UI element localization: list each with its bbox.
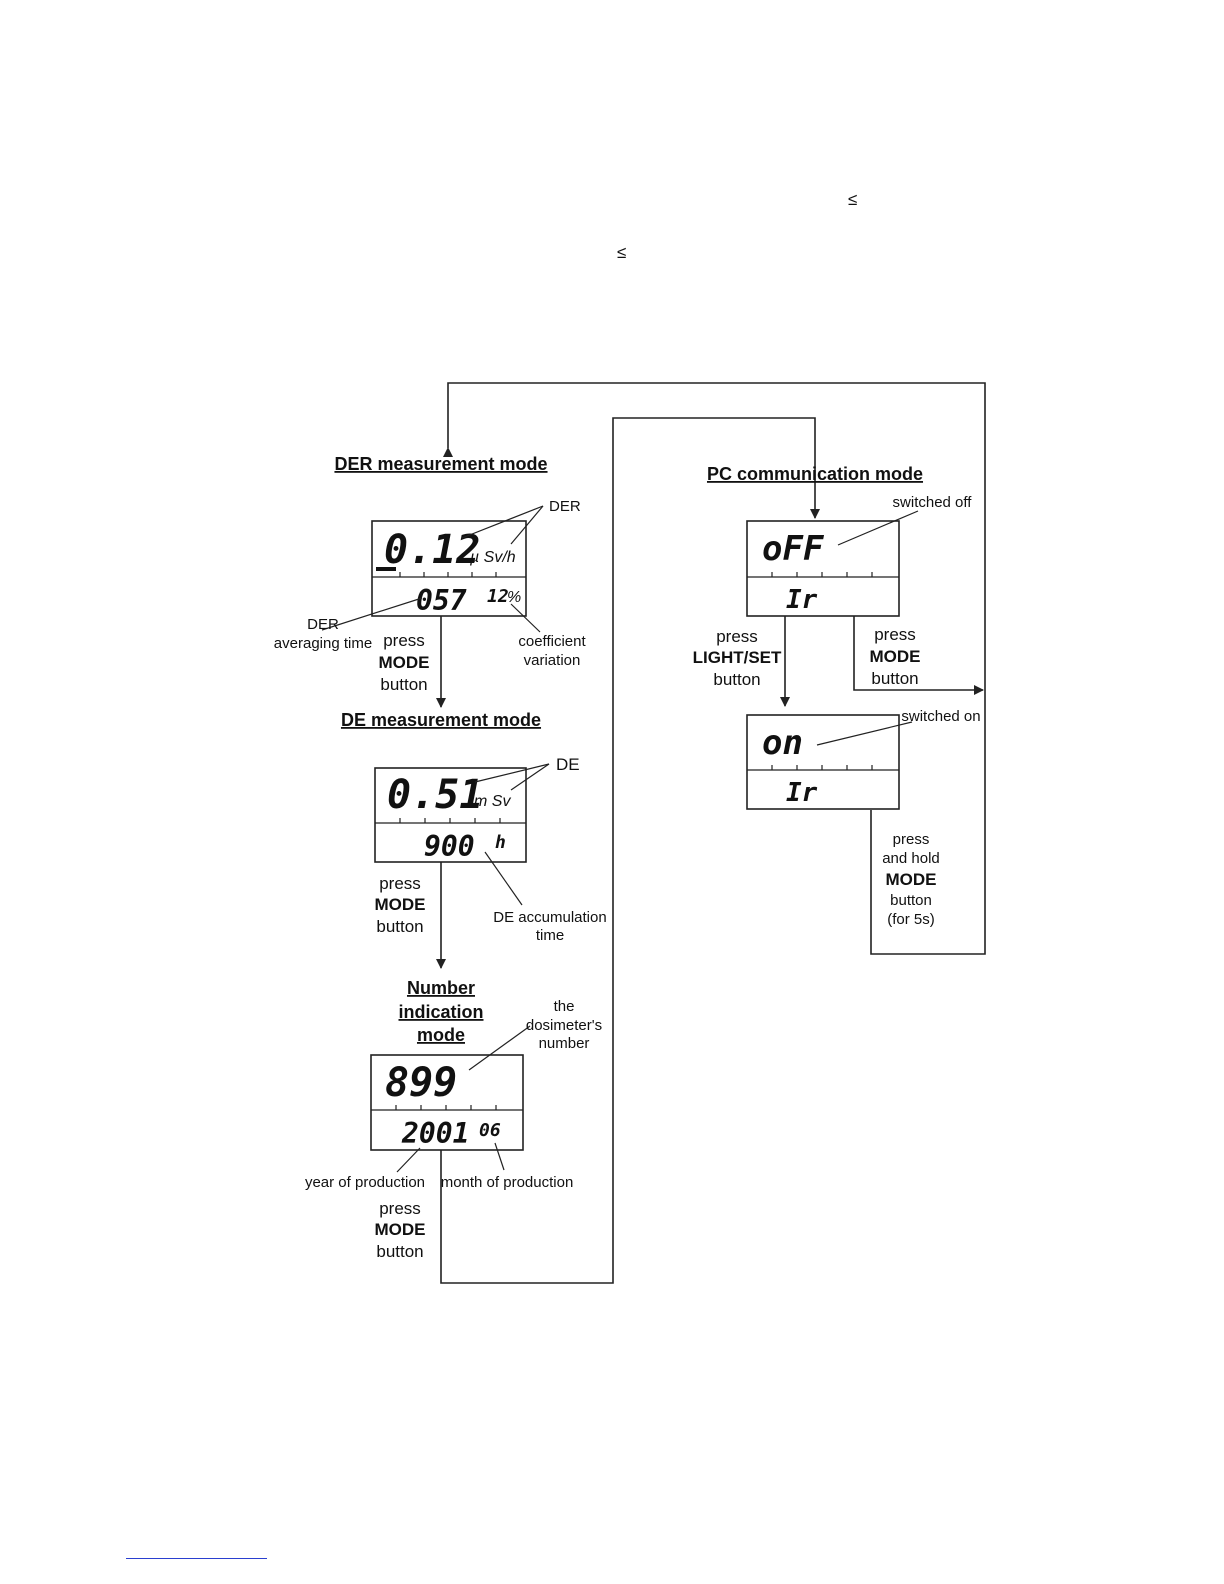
de-press-line3: button [376,917,423,936]
pc-off-bottom-value: Ir [786,585,818,615]
der-avg-callout-line [321,597,423,631]
number-press-line1: press [379,1199,421,1218]
de-bottom-value: 900 [424,830,475,863]
hold-line1: press [893,831,930,848]
hold-line4: button [890,892,932,909]
de-time-callout-line [484,851,523,906]
de-time-label-1: DE accumulation [493,909,606,926]
off-callout-line [837,510,919,546]
de-press-line2: MODE [375,895,426,914]
hold-line3: MODE [886,870,937,889]
number-lcd: 899 2001 06 [370,1054,524,1151]
light-press-line1: press [716,627,758,646]
der-bottom-value: 057 [416,584,467,617]
der-press-line3: button [380,675,427,694]
der-avg-label-2: averaging time [274,635,372,652]
hold-line5: (for 5s) [887,911,935,928]
leq-symbol-2: ≤ [617,243,626,262]
de-mode-title: DE measurement mode [341,710,541,730]
number-callout-line [468,1025,531,1071]
de-callout-line-2 [510,763,550,791]
der-press-line2: MODE [379,653,430,672]
pc-on-top-value: on [762,723,803,763]
de-top-unit: m Sv [474,793,511,810]
on-callout-label: switched on [901,708,980,725]
number-callout-1: the [554,998,575,1015]
der-bottom-aux: 12 [487,586,509,607]
number-mode-title-2: indication [399,1002,484,1022]
year-callout-label: year of production [305,1174,425,1191]
outer-loop-line [443,382,986,955]
footnote-rule [126,1558,267,1559]
der-bottom-aux-unit: % [507,589,521,606]
number-callout-2: dosimeter's [526,1017,602,1034]
der-top-unit: µ Sv/h [469,549,516,566]
de-time-label-2: time [536,927,564,944]
pc-mode-press-line2: MODE [870,647,921,666]
number-bottom-value: 2001 [401,1117,469,1150]
number-callout-3: number [539,1035,590,1052]
der-callout-label: DER [549,498,581,515]
der-press-line1: press [383,631,425,650]
de-press-line1: press [379,874,421,893]
der-cv-label-1: coefficient [518,633,586,650]
month-callout-line [494,1142,505,1171]
year-callout-line [396,1147,421,1173]
number-press-line2: MODE [375,1220,426,1239]
der-top-value: 0.12 [384,527,480,573]
de-bottom-unit: h [495,832,506,853]
pc-off-lcd: oFF Ir [746,520,900,617]
pc-mode-to-loop-arrow [853,616,984,695]
light-press-line3: button [713,670,760,689]
der-avg-label-1: DER [307,616,339,633]
pc-on-lcd: on Ir [746,714,900,810]
pc-off-top-value: oFF [762,529,825,569]
off-callout-label: switched off [893,494,973,511]
pc-mode-press-line1: press [874,625,916,644]
number-to-pc-line [440,417,820,1284]
de-callout-line-1 [474,763,550,783]
der-callout-line-2 [510,505,544,545]
month-callout-label: month of production [441,1174,574,1191]
de-lcd: 0.51 m Sv 900 h [374,767,527,863]
number-mode-title-3: mode [417,1025,465,1045]
pc-on-bottom-value: Ir [786,778,818,808]
der-mode-title: DER measurement mode [334,454,547,474]
number-press-line3: button [376,1242,423,1261]
number-top-value: 899 [385,1060,457,1106]
number-mode-title-1: Number [407,978,475,998]
on-callout-line [816,721,913,746]
pc-mode-press-line3: button [871,669,918,688]
der-callout-line-1 [461,505,544,539]
number-bottom-aux: 06 [479,1120,501,1141]
hold-line2: and hold [882,850,940,867]
light-press-line2: LIGHT/SET [693,648,782,667]
der-lcd: 0.12 µ Sv/h 057 12 % [371,520,527,617]
der-cv-callout-line [510,603,541,633]
pc-mode-title: PC communication mode [707,464,923,484]
leq-symbol-1: ≤ [848,190,857,209]
de-callout-label: DE [556,755,580,774]
der-cv-label-2: variation [524,652,581,669]
de-top-value: 0.51 [387,772,483,818]
